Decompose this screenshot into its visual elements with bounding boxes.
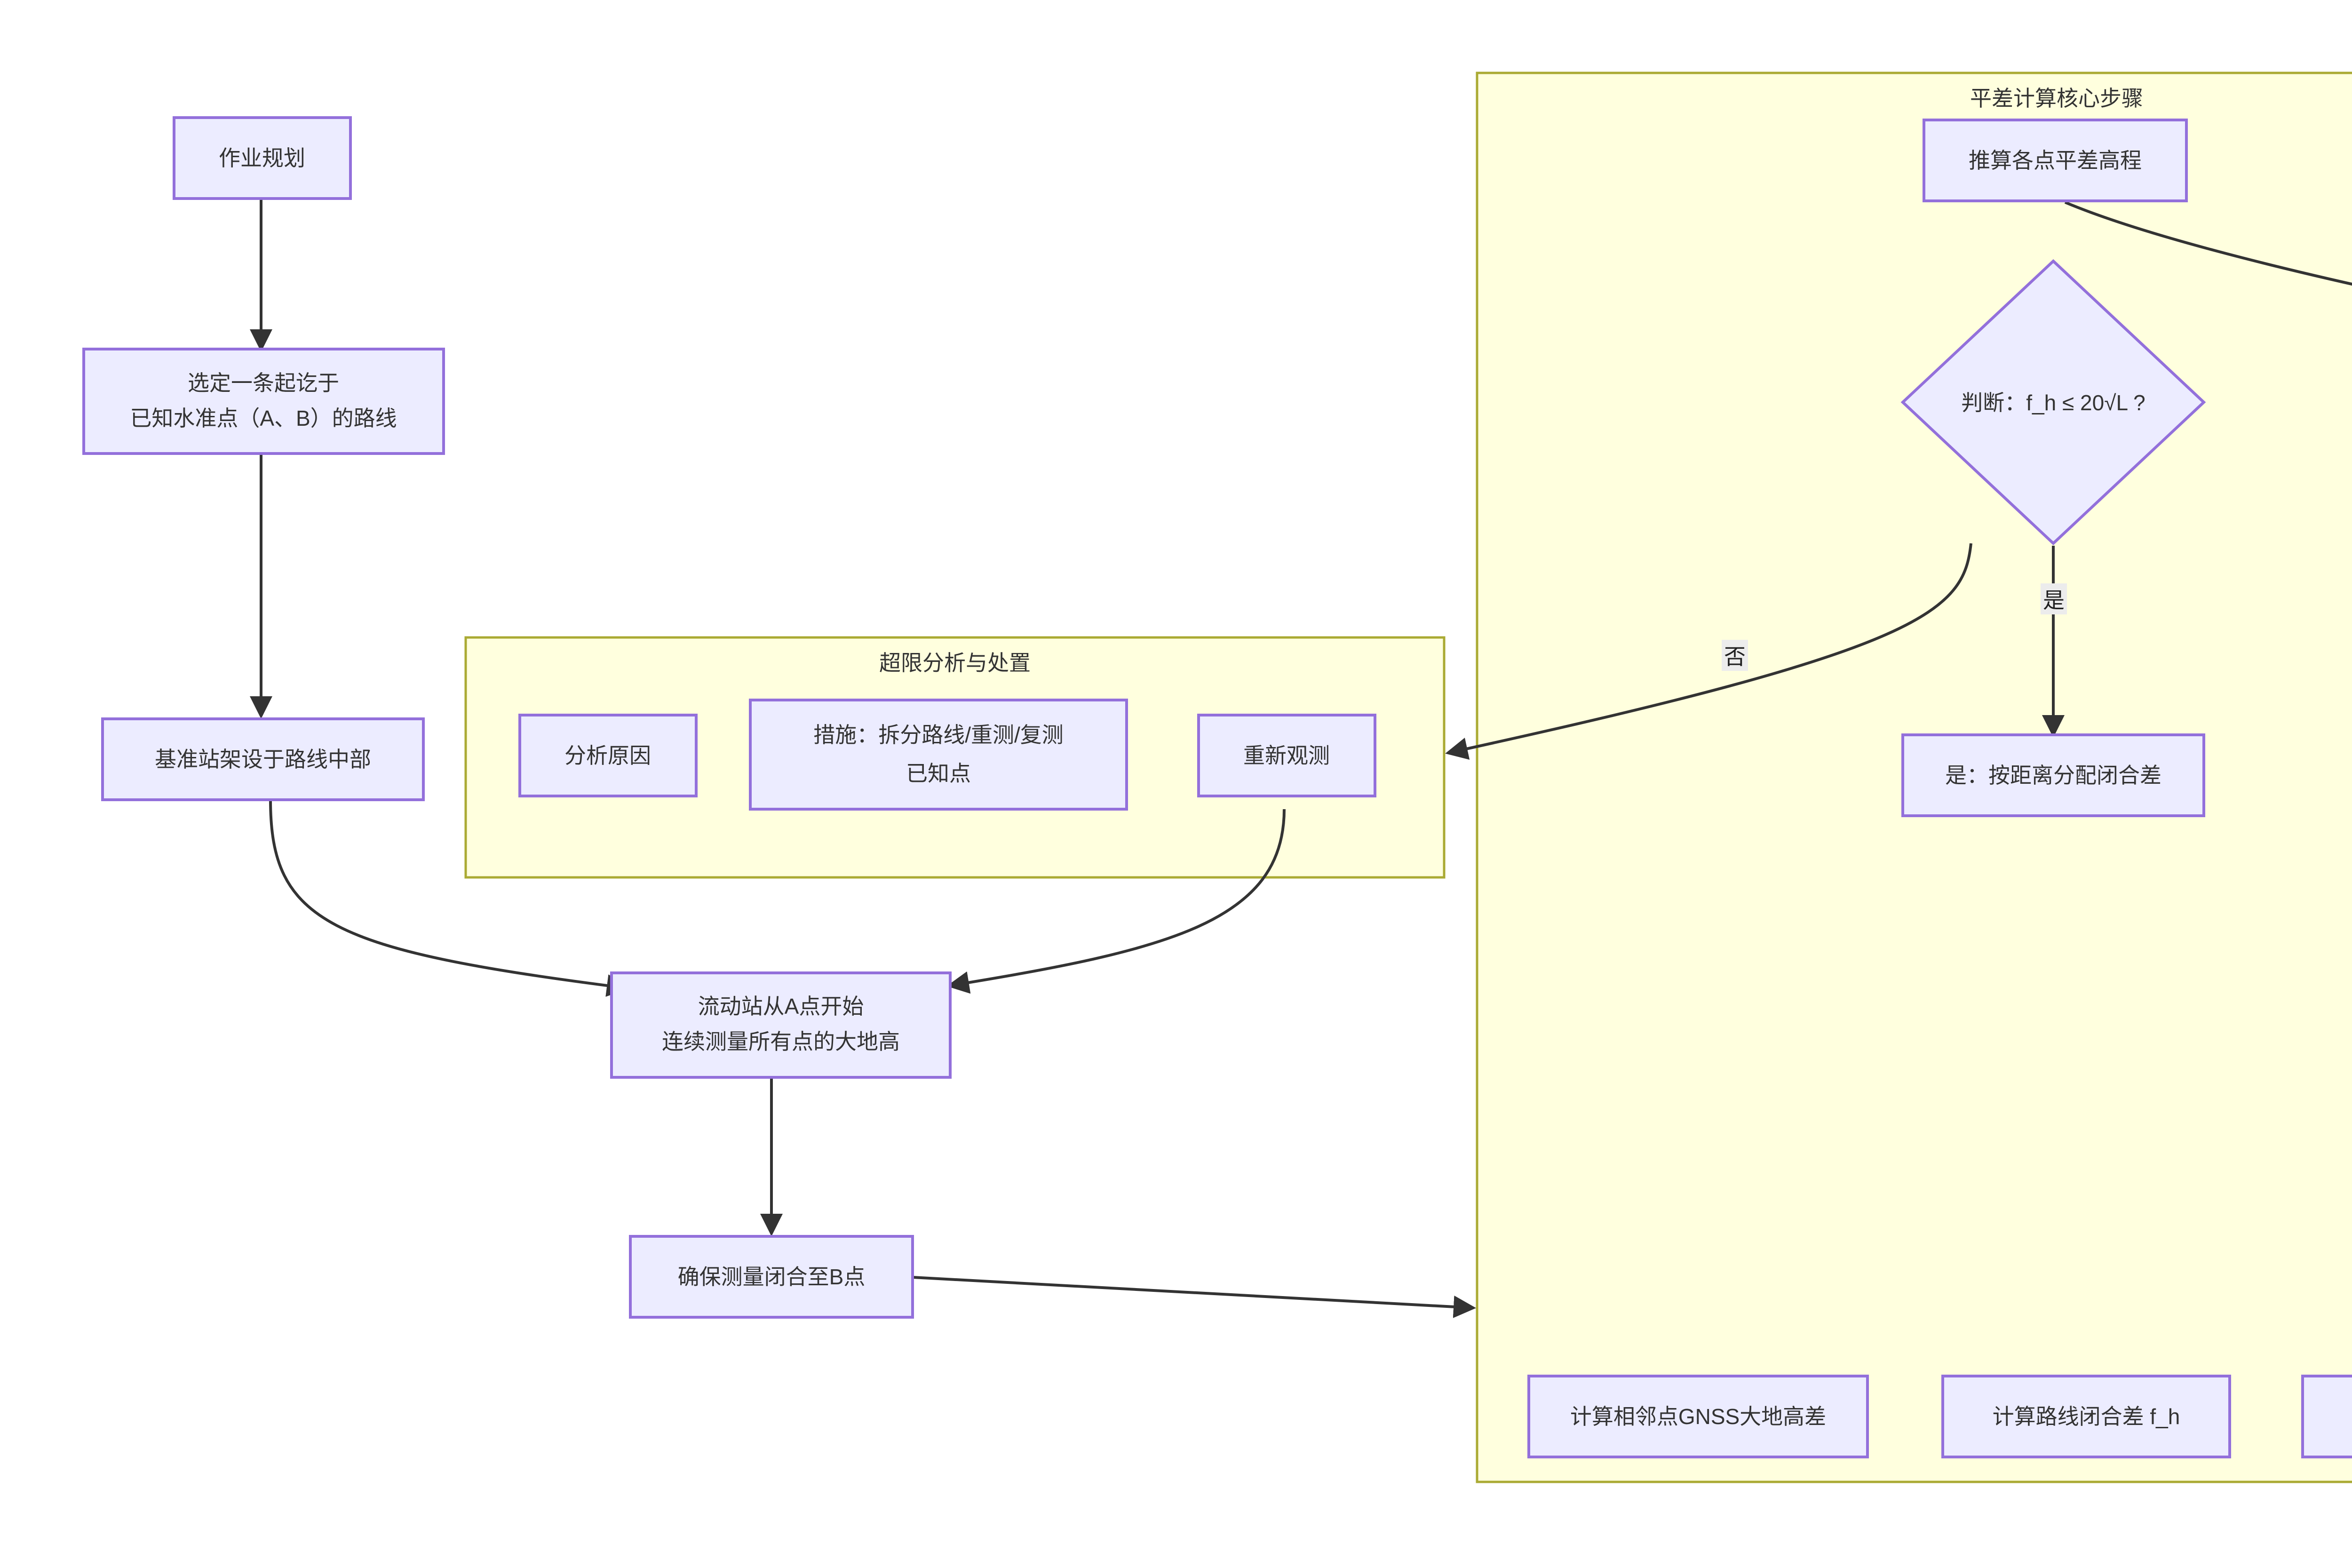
node-quebao-bihe-b[interactable]: 确保测量闭合至B点 (629, 1235, 914, 1319)
node-label-jsgnss: 计算相邻点GNSS大地高差 (1570, 1404, 1826, 1429)
edge-label-text-fou: 否 (1724, 645, 1746, 669)
node-label-xuanding-line2: 已知水准点（A、B）的路线 (130, 406, 397, 430)
cluster-title-chaoxian: 超限分析与处置 (879, 651, 1031, 675)
node-label-zuoye: 作业规划 (219, 146, 305, 170)
edge-label-panduan-yes: 是 (2041, 583, 2067, 614)
node-label-cuoshi-line1: 措施：拆分路线/重测/复测 (813, 723, 1064, 747)
node-label-fenxi: 分析原因 (564, 743, 651, 768)
node-chongxin-guance[interactable]: 重新观测 (1197, 714, 1376, 797)
edge-label-text-shi: 是 (2043, 588, 2065, 613)
node-label-tuisuan: 推算各点平差高程 (1969, 148, 2142, 173)
edge-tuisuan-to-jingdu (2064, 201, 2352, 286)
node-label-liudong-line2: 连续测量所有点的大地高 (662, 1029, 900, 1054)
edge-jizhun-to-liudong (269, 799, 629, 997)
node-jizhunzhan-jiashe[interactable]: 基准站架设于路线中部 (101, 717, 425, 801)
edge-chongxin-to-liudong (946, 809, 1286, 994)
node-jisuan-bihecha[interactable]: 计算路线闭合差 f_h (1941, 1375, 2231, 1458)
node-shi-anjuli-fenpei[interactable]: 是：按距离分配闭合差 (1901, 733, 2205, 817)
node-tuisuan-pingcha-gaocheng[interactable]: 推算各点平差高程 (1923, 119, 2188, 202)
node-jisuan-gnss-gaocha[interactable]: 计算相邻点GNSS大地高差 (1527, 1375, 1869, 1458)
node-label-quebao: 确保测量闭合至B点 (678, 1265, 866, 1289)
node-label-jsbhc: 计算路线闭合差 f_h (1993, 1404, 2180, 1429)
node-cuoshi-chaifen[interactable]: 措施：拆分路线/重测/复测 已知点 (749, 699, 1128, 811)
node-label-jsgzh: 计算各段改正后高差 (2351, 1404, 2352, 1429)
node-label-jizhun: 基准站架设于路线中部 (155, 747, 371, 772)
node-liudongzhan-ceLiang[interactable]: 流动站从A点开始 连续测量所有点的大地高 (610, 971, 952, 1079)
node-label-cuoshi-line2: 已知点 (906, 761, 971, 786)
edge-quebao-to-pingcha (912, 1276, 1476, 1318)
node-jisuan-gaizheng-gaocha[interactable]: 计算各段改正后高差 (2301, 1375, 2352, 1458)
node-label-shifenpei: 是：按距离分配闭合差 (1945, 763, 2161, 788)
node-label-xuanding-line1: 选定一条起讫于 (188, 371, 339, 395)
node-fenxi-yuanyin[interactable]: 分析原因 (518, 714, 698, 797)
node-label-liudong-line1: 流动站从A点开始 (698, 994, 864, 1019)
node-xuanding-luxian[interactable]: 选定一条起讫于 已知水准点（A、B）的路线 (82, 348, 445, 455)
node-label-chongxin: 重新观测 (1243, 743, 1330, 768)
node-label-panduan: 判断：f_h ≤ 20√L ? (1961, 390, 2145, 415)
cluster-title-pingcha: 平差计算核心步骤 (1970, 86, 2143, 111)
edge-label-panduan-no: 否 (1722, 640, 1748, 671)
node-panduan-bihecha-xianchA[interactable]: 判断：f_h ≤ 20√L ? (1900, 259, 2206, 546)
edge-panduan-no-to-chaoxian (1445, 543, 1972, 760)
node-zuoye-guihua[interactable]: 作业规划 (173, 116, 352, 200)
